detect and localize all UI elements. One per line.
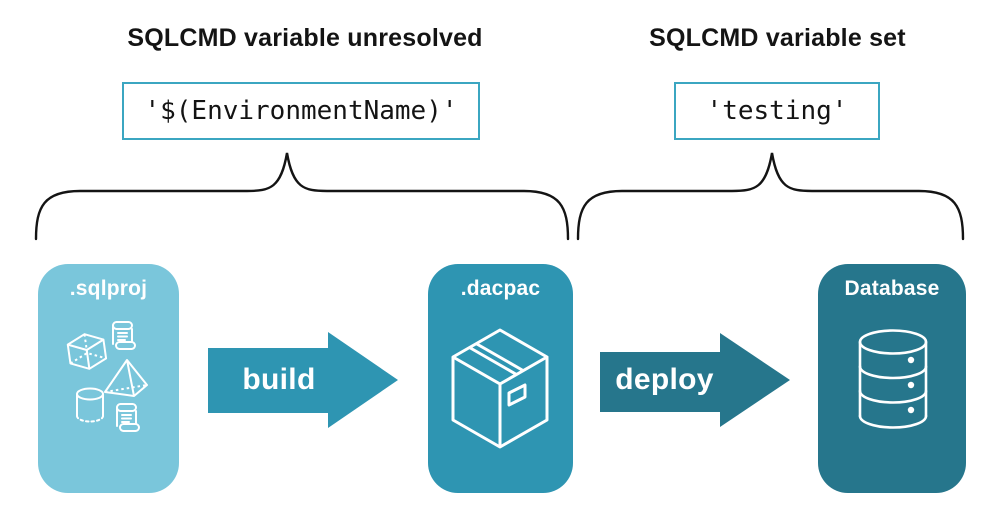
- scroll-icon: [112, 321, 136, 350]
- cube-icon: [66, 333, 108, 370]
- heading-unresolved: SQLCMD variable unresolved: [127, 24, 483, 52]
- build-arrow-label: build: [242, 363, 316, 396]
- pyramid-icon: [104, 359, 148, 397]
- dacpac-card: .dacpac: [428, 264, 573, 493]
- codebox-environment-variable: '$(EnvironmentName)': [122, 82, 480, 140]
- sqlproj-card-title: .sqlproj: [69, 277, 148, 300]
- cylinder-icon: [76, 387, 104, 423]
- left-brace: [34, 152, 570, 241]
- deploy-arrow-label: deploy: [615, 363, 714, 396]
- code-unresolved-value: '$(EnvironmentName)': [144, 96, 458, 126]
- build-arrow-shape: [208, 332, 398, 428]
- database-card-title: Database: [844, 277, 940, 300]
- dacpac-card-title: .dacpac: [460, 277, 541, 300]
- deploy-arrow-shape: [600, 333, 790, 427]
- database-card: Database: [818, 264, 966, 493]
- deploy-arrow: deploy: [597, 330, 797, 430]
- database-cylinder-icon: [858, 329, 928, 429]
- scroll-icon: [116, 403, 140, 432]
- codebox-testing-value: 'testing': [674, 82, 880, 140]
- right-brace: [576, 152, 965, 241]
- sqlproj-card: .sqlproj: [38, 264, 179, 493]
- package-box-icon: [451, 328, 549, 449]
- code-set-value: 'testing': [706, 96, 848, 126]
- heading-set: SQLCMD variable set: [649, 24, 906, 52]
- build-arrow: build: [205, 330, 405, 430]
